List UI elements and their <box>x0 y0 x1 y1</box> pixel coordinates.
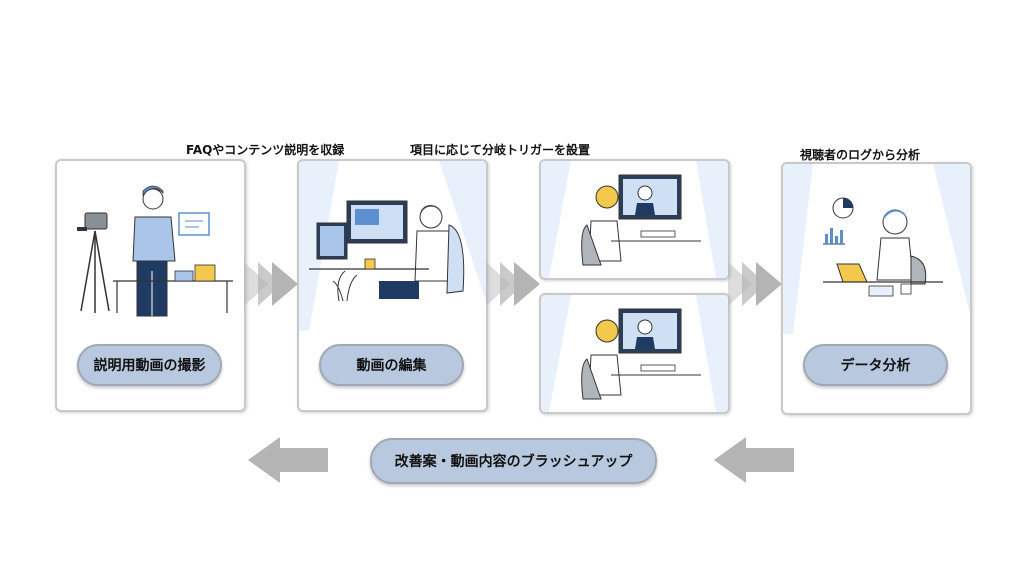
card-background <box>541 161 728 278</box>
step-edit-pill: 動画の編集 <box>319 344 464 386</box>
branch-video-card-1 <box>539 159 730 280</box>
card-background <box>541 295 728 412</box>
branch-video-card-2 <box>539 293 730 414</box>
viewer-illustration <box>581 308 701 400</box>
step-card-analyze: データ分析 <box>781 162 972 415</box>
caption-analysis: 視聴者のログから分析 <box>800 148 921 162</box>
feedback-pill: 改善案・動画内容のブラッシュアップ <box>370 438 657 484</box>
caption-record: FAQやコンテンツ説明を収録 <box>186 143 345 157</box>
flow-arrow-1 <box>244 262 298 306</box>
viewer-illustration <box>581 174 701 266</box>
feedback-arrow-left <box>248 437 328 483</box>
analyst-illustration <box>823 197 943 297</box>
card-background <box>783 164 970 334</box>
flow-arrow-3 <box>728 262 782 306</box>
editing-illustration <box>309 200 465 302</box>
flow-arrow-2 <box>486 262 540 306</box>
step-card-shoot: 説明用動画の撮影 <box>55 159 246 412</box>
step-analyze-pill: データ分析 <box>803 344 948 386</box>
feedback-arrow-right <box>714 437 794 483</box>
step-card-edit: 動画の編集 <box>297 159 488 412</box>
filming-illustration <box>77 185 233 317</box>
caption-branch: 項目に応じて分岐トリガーを設置 <box>410 143 591 157</box>
step-shoot-pill: 説明用動画の撮影 <box>77 344 222 386</box>
